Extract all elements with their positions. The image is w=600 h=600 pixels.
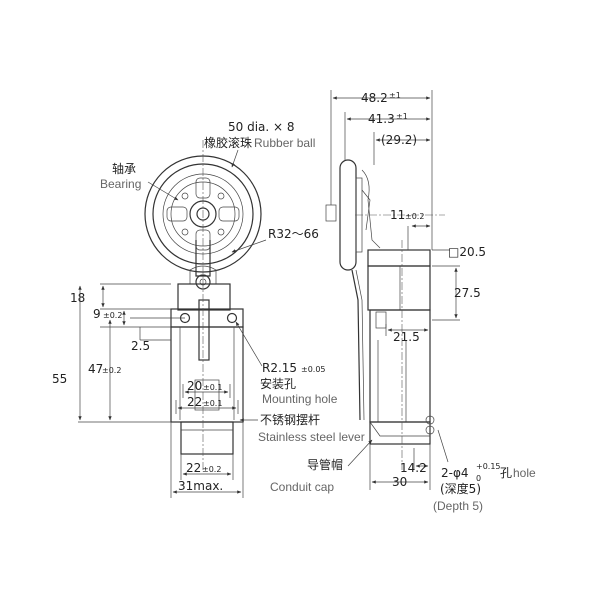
dim-9-tol: ±0.2 [103,311,122,320]
depth-label-cn: (深度5) [440,481,481,496]
dim-22b-tol: ±0.2 [202,465,221,474]
hole2-tol-up: +0.15 [476,462,501,471]
side-body [367,249,435,445]
lever-label-en: Stainless steel lever [258,430,365,444]
bearing-label-cn: 轴承 [112,161,136,176]
dim-14-2: 14.2 [400,461,427,475]
dim-2-5: 2.5 [131,339,150,353]
dim-9: 9 [93,307,101,321]
roller-label-cn: 橡胶滚珠 [204,135,252,150]
dim-18: 18 [70,291,85,305]
dim-30: 30 [392,475,407,489]
dim-square: □20.5 [448,245,486,259]
dim-21-5: 21.5 [393,330,420,344]
hole-label-cn: 安装孔 [260,376,296,391]
cap-label-cn: 导管帽 [307,457,343,472]
hole-label-en: Mounting hole [262,392,338,406]
dim-20-tol: ±0.1 [203,383,222,392]
side-view: 48.2 ±1 41.3 ±1 (29.2) 11 ±0.2 □20.5 27.… [270,90,536,513]
dim-20: 20 [187,379,202,393]
dim-31: 31max. [178,479,223,493]
roller-label-en: Rubber ball [254,136,315,150]
dim-47: 47 [88,362,103,376]
dim-11-tol: ±0.2 [405,212,424,221]
side-lever [351,269,361,421]
lever-label-cn: 不锈钢摆杆 [260,413,320,427]
hole2-tol-dn: 0 [476,474,481,483]
dim-11: 11 [390,208,405,222]
roller-size-label: 50 dia. × 8 [228,120,295,134]
dim-55: 55 [52,372,67,386]
depth-label-en: (Depth 5) [433,499,483,513]
bearing-label-en: Bearing [100,177,141,191]
dim-22a: 22 [187,395,202,409]
radius-label: R32～66 [268,227,319,241]
hole2-prefix: 2-φ4 [441,466,469,480]
dim-27-5: 27.5 [454,286,481,300]
hole-radius-tol: ±0.05 [301,365,326,374]
dim-41-3: 41.3 [368,112,395,126]
cap-label-en: Conduit cap [270,480,334,494]
dim-48-2-tol: ±1 [389,91,401,100]
dim-22a-tol: ±0.1 [203,399,222,408]
switch-body [170,283,244,455]
dim-29-2: (29.2) [381,133,417,147]
hole-radius: R2.15 [262,361,297,375]
dim-48-2: 48.2 [361,91,388,105]
front-view: 50 dia. × 8 橡胶滚珠 Rubber ball 轴承 Bearing … [52,120,365,498]
hole2-label-en: hole [513,466,536,480]
dim-22b: 22 [186,461,201,475]
dim-47-tol: ±0.2 [102,366,121,375]
hole2-label-cn: 孔 [500,466,512,480]
dim-41-3-tol: ±1 [396,112,408,121]
